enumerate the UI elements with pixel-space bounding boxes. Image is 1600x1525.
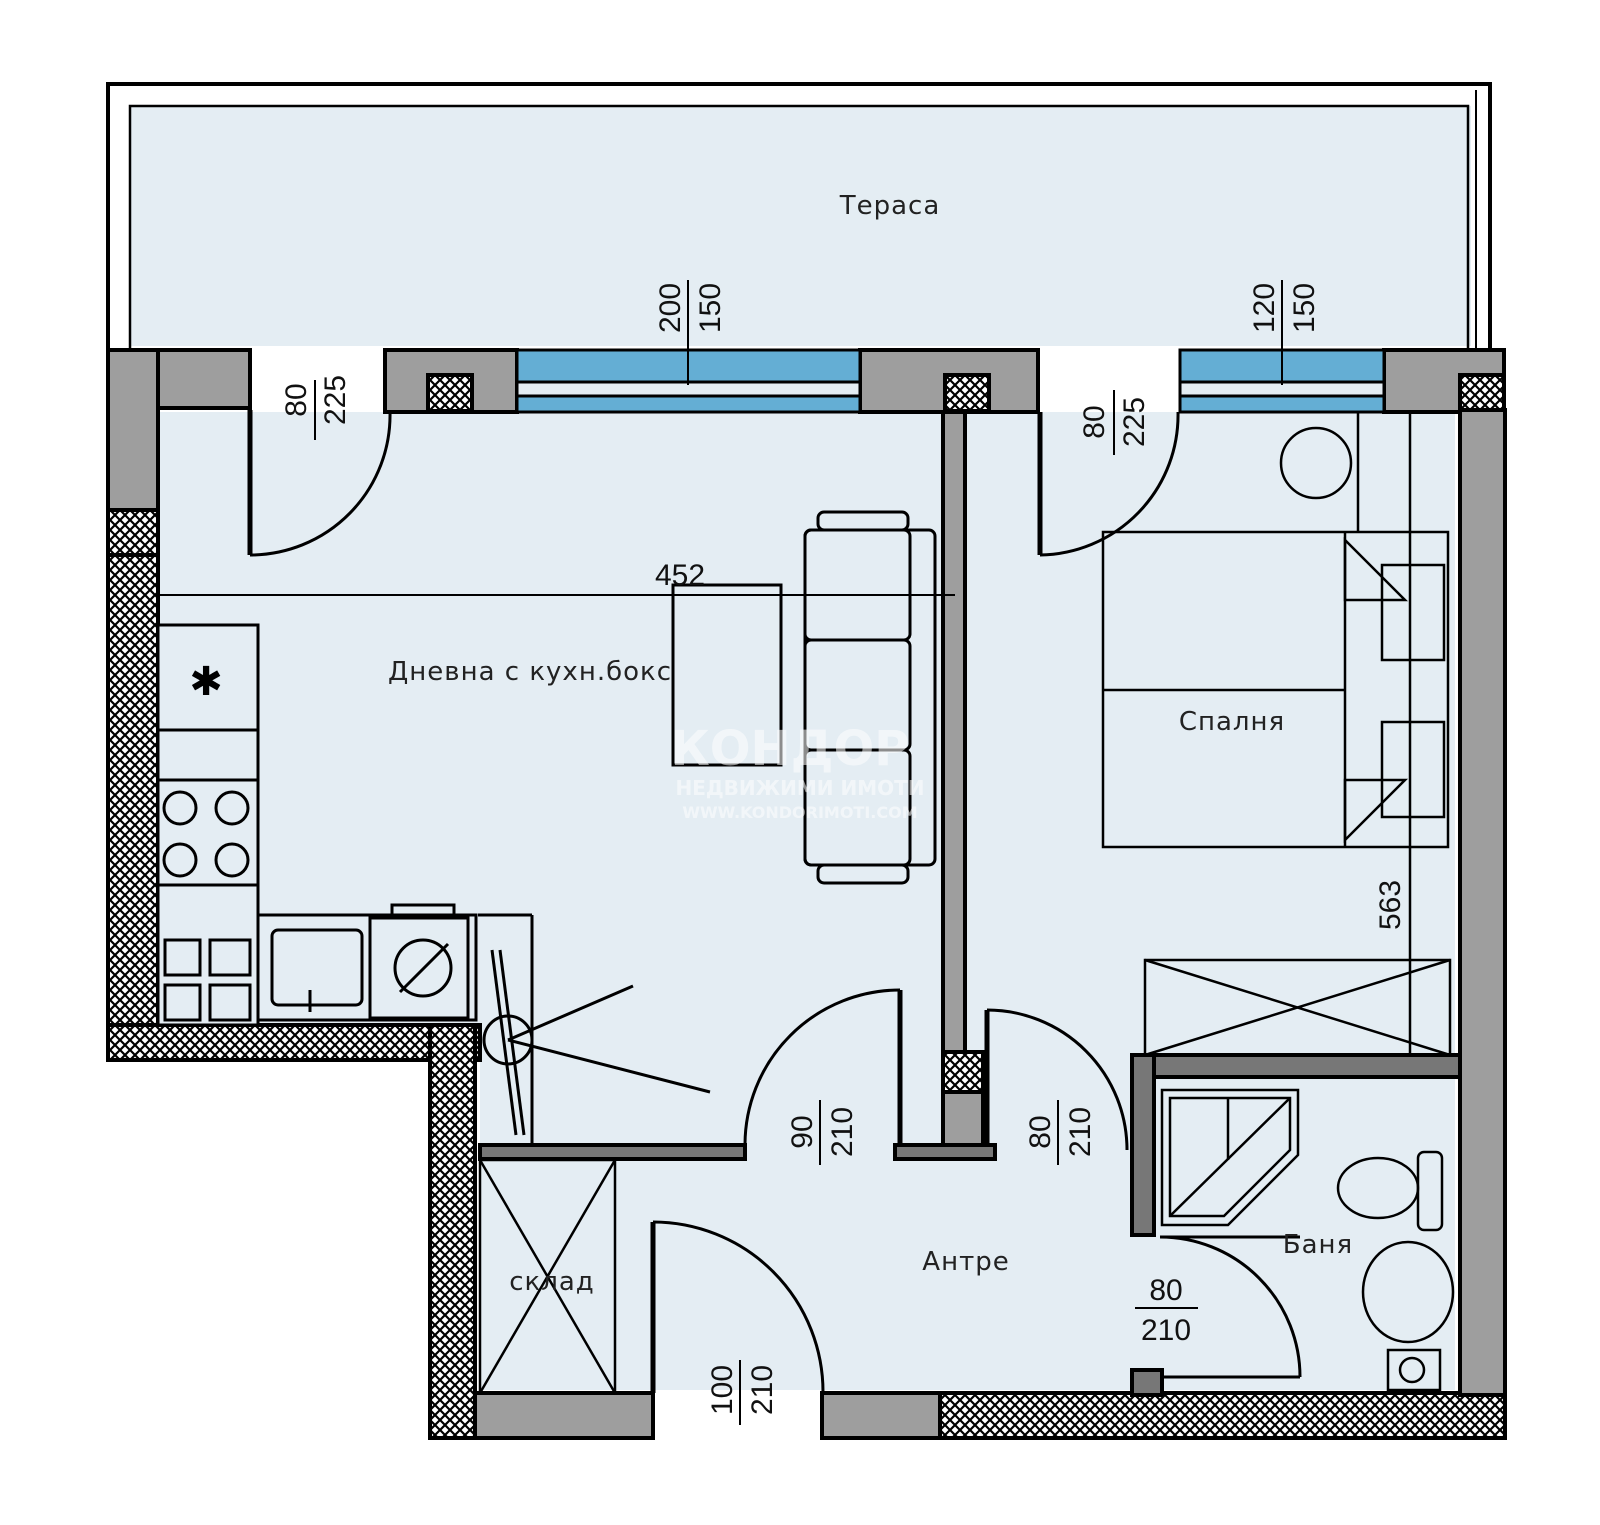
bathroom-fixtures — [1160, 1088, 1455, 1392]
label-bathroom: Баня — [1283, 1230, 1353, 1260]
label-terrace: Тераса — [839, 191, 941, 221]
dim-window-bedroom-bottom: 150 — [1288, 283, 1321, 333]
dim-bedroom-length: 563 — [1374, 880, 1407, 930]
fridge — [156, 623, 260, 732]
hob — [156, 778, 260, 887]
wall-right — [1458, 408, 1507, 1397]
wardrobe — [1143, 958, 1452, 1057]
dim-door-entrance-bottom: 210 — [746, 1365, 779, 1415]
walls — [106, 348, 1507, 1440]
wall-partition — [941, 410, 967, 1054]
room-labels: Тераса Дневна с кухн.бокс Спалня Антре с… — [388, 191, 1353, 1297]
counter-1 — [156, 728, 260, 782]
dim-living-width: 452 — [655, 559, 705, 592]
wall-hall-top — [478, 1143, 747, 1161]
wall-partition-hatch — [941, 1050, 985, 1094]
nightstand-1 — [1380, 563, 1446, 662]
wall-left-gray — [106, 348, 160, 512]
watermark-brand: КОНДОР — [671, 721, 910, 777]
dim-door-living-bottom: 210 — [826, 1107, 859, 1157]
wall-bath-left — [1130, 1053, 1156, 1237]
dim-door-bathroom-top: 80 — [1149, 1274, 1182, 1307]
dimension-labels: 452 563 200 150 120 150 80 225 80 225 90… — [280, 283, 1407, 1425]
wall-partition-end — [941, 1090, 985, 1152]
washbasin — [1361, 1240, 1455, 1344]
dim-door-living-top: 90 — [786, 1115, 819, 1148]
dim-door-terrace-right-bottom: 225 — [1118, 397, 1151, 447]
living-furniture — [158, 510, 955, 885]
terrace-outline — [106, 82, 1492, 348]
dim-window-living-bottom: 150 — [694, 283, 727, 333]
sink — [270, 928, 364, 1007]
terrace-floor — [131, 106, 1471, 346]
nightstand-2 — [1380, 720, 1446, 819]
column-3 — [1458, 373, 1506, 413]
tv-unit — [482, 949, 711, 1136]
wall-left-inner — [106, 553, 160, 1027]
wall-hall-stub — [893, 1143, 997, 1161]
dim-door-terrace-right-top: 80 — [1078, 405, 1111, 438]
kitchen: ✱ — [156, 623, 534, 1145]
column-2 — [943, 373, 991, 413]
dim-door-terrace-left-top: 80 — [280, 383, 313, 416]
wall-bath-top — [1130, 1053, 1462, 1079]
counter-2 — [156, 883, 260, 1027]
dim-window-bedroom-top: 120 — [1248, 283, 1281, 333]
wall-hall-left — [428, 1023, 477, 1440]
plant — [1279, 426, 1353, 500]
sink-counter — [256, 913, 478, 1022]
dim-door-bedroom-bottom: 210 — [1064, 1107, 1097, 1157]
dim-window-living-top: 200 — [654, 283, 687, 333]
shower — [1160, 1088, 1300, 1227]
dim-door-bathroom-bottom: 210 — [1141, 1314, 1191, 1347]
dim-door-terrace-left-bottom: 225 — [319, 375, 352, 425]
wall-bottom-hatch — [938, 1391, 1507, 1440]
dim-door-entrance-top: 100 — [706, 1365, 739, 1415]
coffee-table — [671, 583, 783, 767]
snowflake-icon: ✱ — [189, 659, 223, 705]
wall-bath-bottom — [1130, 1368, 1164, 1397]
doors — [247, 410, 1302, 1394]
label-bedroom: Спалня — [1179, 707, 1285, 737]
column-1 — [426, 373, 474, 413]
wall-kitchen-bottom — [106, 1023, 482, 1062]
dim-door-bedroom-top: 80 — [1024, 1115, 1057, 1148]
watermark-tagline: НЕДВИЖИМИ ИМОТИ — [675, 776, 924, 800]
windows — [515, 280, 1386, 414]
wall-bottom-2 — [820, 1391, 942, 1440]
wall-bottom-1 — [473, 1391, 655, 1440]
watermark: КОНДОР НЕДВИЖИМИ ИМОТИ WWW.KONDORIMOTI.C… — [671, 721, 925, 822]
storage — [478, 1158, 617, 1395]
bedroom-furniture — [1101, 412, 1452, 1057]
label-living: Дневна с кухн.бокс — [388, 657, 672, 687]
label-hall: Антре — [922, 1247, 1009, 1277]
watermark-url: WWW.KONDORIMOTI.COM — [682, 803, 917, 822]
label-storage: склад — [509, 1267, 595, 1297]
